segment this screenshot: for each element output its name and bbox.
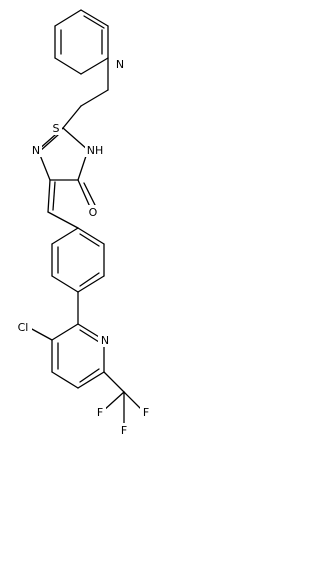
atom-imidazole-nh: NH (85, 143, 105, 157)
bond (51, 323, 79, 341)
atom-label: O (89, 206, 98, 219)
bond (77, 275, 105, 293)
atom-label: N (116, 58, 124, 71)
pyridine-ring-bottom (51, 323, 105, 389)
bond (77, 179, 91, 208)
atom-label: F (97, 406, 103, 419)
imidazolone-ring (37, 127, 89, 181)
bond (80, 9, 109, 27)
bond (77, 371, 105, 389)
bond (102, 391, 125, 412)
atom-fluoro-2: F (140, 405, 152, 419)
bond (52, 181, 56, 211)
atom-imidazole-n: N (29, 143, 42, 157)
bond-inner (39, 134, 59, 152)
bond (123, 391, 144, 412)
atom-fluoro-3: F (118, 423, 130, 437)
atom-pyridine-n: N (114, 57, 127, 71)
bond (80, 57, 109, 75)
atom-label: F (143, 406, 149, 419)
molecule-diagram: N S N NH O Cl N F F F (14, 9, 152, 437)
atom-label: S (53, 122, 60, 135)
atom-carbonyl-o: O (86, 205, 100, 219)
atom-label: Cl (18, 321, 29, 334)
bond (62, 105, 82, 129)
atom-chloro: Cl (14, 320, 32, 334)
bond (51, 227, 79, 245)
atom-thioether-s: S (50, 121, 62, 135)
atom-label: N (101, 334, 109, 347)
atom-label: N (32, 144, 40, 157)
atom-pyridine-n2: N (98, 333, 111, 347)
bond (51, 275, 79, 293)
bond (77, 227, 105, 245)
pyridine-ring-top (54, 9, 109, 75)
benzene-ring (51, 227, 105, 293)
bond-inner (79, 329, 100, 343)
bond (83, 182, 96, 206)
bond-inner (79, 368, 100, 383)
bond (54, 57, 82, 75)
atom-label: F (121, 424, 127, 437)
bond (29, 327, 53, 341)
bond-inner (83, 15, 105, 29)
atom-label: NH (87, 144, 104, 157)
bond (62, 127, 89, 151)
bond (80, 89, 109, 107)
bond (54, 9, 82, 27)
bond (47, 179, 51, 213)
bond-inner (79, 272, 100, 287)
bond (47, 211, 79, 229)
bond (103, 371, 125, 393)
bond-inner (79, 233, 100, 247)
bond (51, 371, 79, 389)
atom-fluoro-1: F (94, 405, 106, 419)
